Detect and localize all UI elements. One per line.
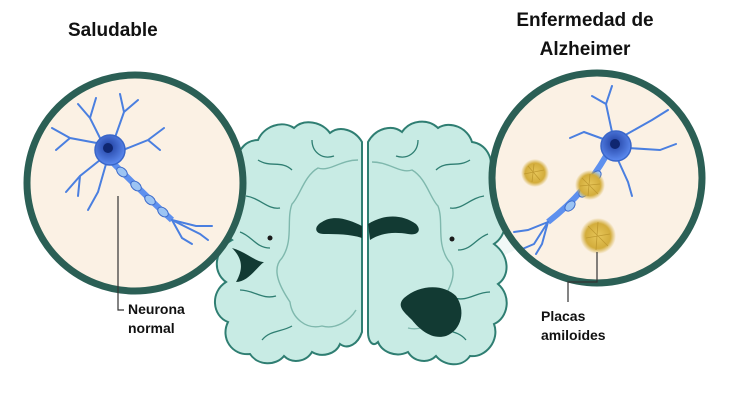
neuron-pointer-line: [117, 196, 124, 311]
amyloid-plaques-label: Placas amiloides: [541, 307, 606, 345]
amyloid-plaques-label-line2: amiloides: [541, 327, 606, 343]
alzheimer-magnifier-circle: [488, 69, 706, 287]
alzheimer-title-line2: Alzheimer: [539, 39, 631, 60]
normal-neuron-label-line1: Neurona: [128, 301, 185, 317]
healthy-magnifier-circle: [23, 71, 247, 295]
normal-neuron-label: Neurona normal: [128, 300, 185, 338]
normal-neuron: [51, 93, 213, 245]
brain-right-hemisphere: [367, 120, 508, 366]
plaques-pointer-line: [567, 252, 598, 302]
normal-neuron-label-line2: normal: [128, 320, 175, 336]
amyloid-plaques: [521, 159, 616, 254]
healthy-title: Saludable: [68, 20, 158, 41]
alzheimer-title-line1: Enfermedad de: [516, 10, 654, 31]
brain-left-hemisphere: [214, 121, 363, 365]
amyloid-plaques-label-line1: Placas: [541, 308, 586, 324]
alzheimer-title: Enfermedad de Alzheimer: [490, 6, 680, 64]
